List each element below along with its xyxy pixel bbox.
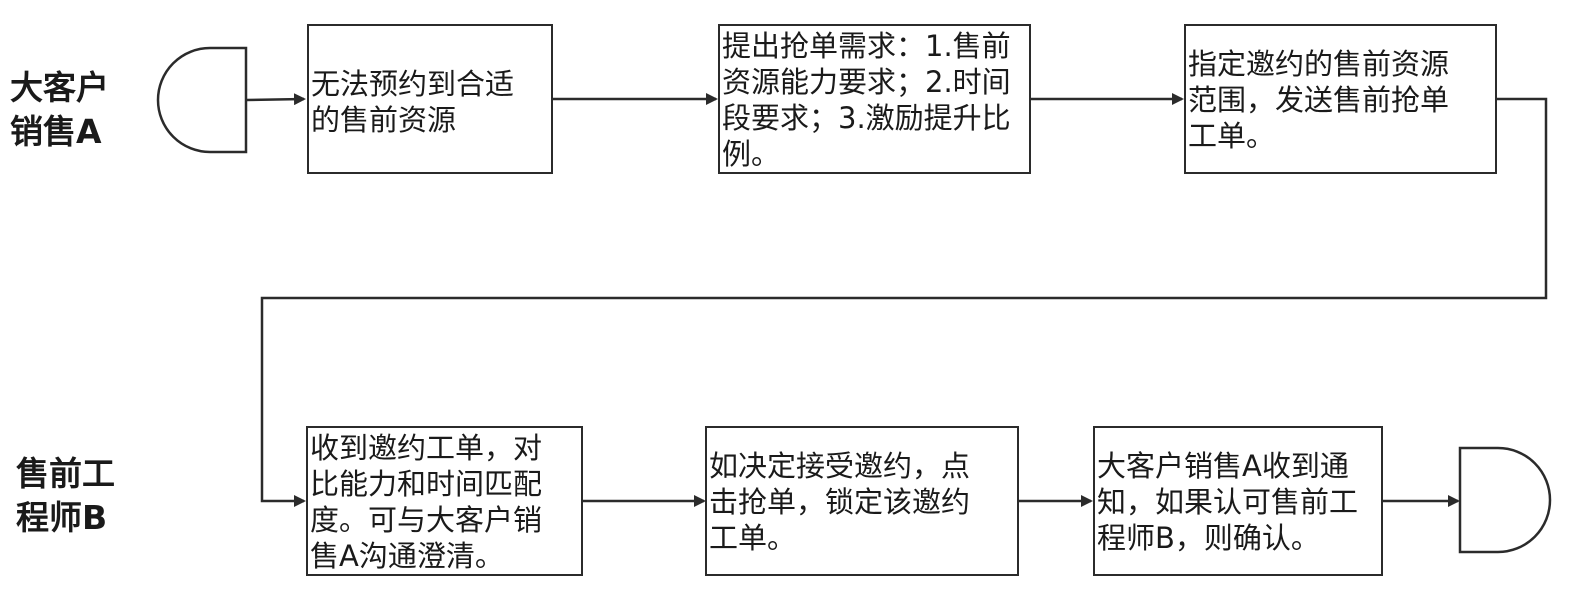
start-terminal <box>156 46 248 154</box>
step3-line3: 工单。 <box>1188 119 1276 153</box>
step2-line3: 段要求；3.激励提升比 <box>722 101 1011 135</box>
step6-line2: 知，如果认可售前工 <box>1097 485 1359 519</box>
step4-line4: 售A沟通澄清。 <box>310 539 504 573</box>
lane-label-sales: 大客户 销售A <box>10 66 109 154</box>
step2-line4: 例。 <box>722 137 781 171</box>
lane-label-engineer-line1: 售前工 <box>16 454 115 493</box>
step6-line3: 程师B，则确认。 <box>1097 521 1320 555</box>
step1-line2: 的售前资源 <box>311 103 457 137</box>
step4-line2: 比能力和时间匹配 <box>310 467 543 501</box>
process-box-step1: 无法预约到合适 的售前资源 <box>307 24 553 174</box>
process-box-step4: 收到邀约工单，对 比能力和时间匹配 度。可与大客户销 售A沟通澄清。 <box>306 426 583 576</box>
process-box-step5: 如决定接受邀约，点 击抢单，锁定该邀约 工单。 <box>705 426 1019 576</box>
step3-line1: 指定邀约的售前资源 <box>1188 47 1450 81</box>
process-box-step2: 提出抢单需求：1.售前 资源能力要求；2.时间 段要求；3.激励提升比 例。 <box>718 24 1031 174</box>
end-terminal <box>1458 446 1552 554</box>
arrow-step3-to-step4 <box>260 97 1548 507</box>
lane-label-engineer-line2: 程师B <box>16 498 108 537</box>
step5-line2: 击抢单，锁定该邀约 <box>709 485 971 519</box>
lane-label-engineer: 售前工 程师B <box>16 452 115 540</box>
step2-line1: 提出抢单需求：1.售前 <box>722 29 1011 63</box>
step5-line1: 如决定接受邀约，点 <box>709 449 971 483</box>
process-box-step3: 指定邀约的售前资源 范围，发送售前抢单 工单。 <box>1184 24 1497 174</box>
process-box-step6: 大客户销售A收到通 知，如果认可售前工 程师B，则确认。 <box>1093 426 1383 576</box>
step4-line3: 度。可与大客户销 <box>310 503 543 537</box>
step4-line1: 收到邀约工单，对 <box>310 431 543 465</box>
step5-line3: 工单。 <box>709 521 797 555</box>
step2-line2: 资源能力要求；2.时间 <box>722 65 1011 99</box>
lane-label-sales-line1: 大客户 <box>10 68 109 107</box>
step6-line1: 大客户销售A收到通 <box>1097 449 1349 483</box>
step3-line2: 范围，发送售前抢单 <box>1188 83 1450 117</box>
lane-label-sales-line2: 销售A <box>10 112 102 151</box>
step1-line1: 无法预约到合适 <box>311 67 515 101</box>
arrow-start-to-step1 <box>245 93 306 106</box>
